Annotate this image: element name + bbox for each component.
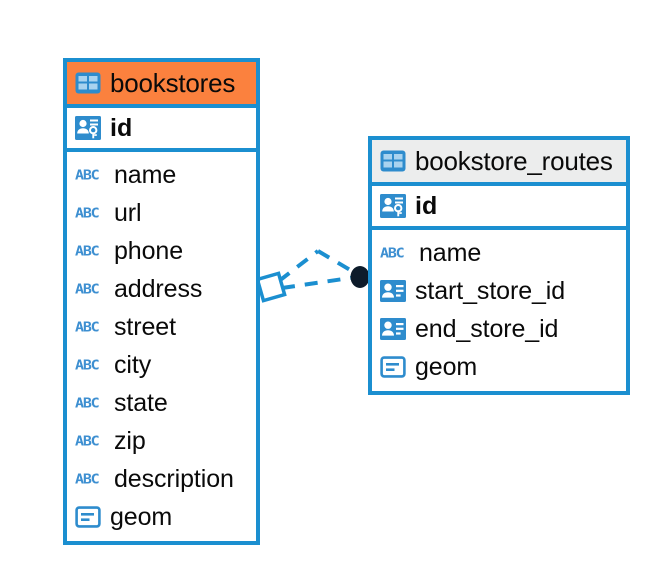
field-label: geom bbox=[415, 352, 478, 381]
abc-text-icon: ABC bbox=[75, 204, 100, 221]
abc-text-icon: ABC bbox=[75, 280, 100, 297]
geometry-icon bbox=[380, 356, 406, 378]
field-row[interactable]: ABC city bbox=[67, 346, 256, 384]
field-row[interactable]: start_store_id bbox=[372, 272, 626, 310]
foreign-key-icon bbox=[380, 318, 406, 340]
abc-text-icon: ABC bbox=[75, 432, 100, 449]
abc-text-icon: ABC bbox=[75, 356, 100, 373]
abc-text-icon: ABC bbox=[75, 242, 100, 259]
field-row[interactable]: ABC name bbox=[67, 156, 256, 194]
field-row[interactable]: ABC address bbox=[67, 270, 256, 308]
field-label: name bbox=[114, 160, 177, 189]
field-label: geom bbox=[110, 502, 173, 531]
geometry-icon bbox=[75, 506, 101, 528]
source-diamond-marker bbox=[255, 271, 287, 303]
field-row[interactable]: geom bbox=[67, 498, 256, 536]
table-icon bbox=[75, 72, 101, 94]
field-row[interactable]: ABC description bbox=[67, 460, 256, 498]
table-header-bookstores[interactable]: bookstores bbox=[67, 62, 256, 108]
field-row[interactable]: geom bbox=[372, 348, 626, 386]
field-label: street bbox=[114, 312, 176, 341]
field-label: phone bbox=[114, 236, 184, 265]
field-label: address bbox=[114, 274, 203, 303]
field-label: zip bbox=[114, 426, 146, 455]
field-row[interactable]: ABC zip bbox=[67, 422, 256, 460]
field-label: description bbox=[114, 464, 234, 493]
table-header-bookstore-routes[interactable]: bookstore_routes bbox=[372, 140, 626, 186]
primary-key-icon bbox=[380, 194, 406, 218]
abc-text-icon: ABC bbox=[380, 244, 405, 261]
field-row[interactable]: ABC phone bbox=[67, 232, 256, 270]
field-row[interactable]: ABC url bbox=[67, 194, 256, 232]
relationship-lines bbox=[277, 249, 359, 290]
field-label: name bbox=[419, 238, 482, 267]
field-label: state bbox=[114, 388, 168, 417]
target-circle-marker bbox=[350, 266, 370, 288]
field-row[interactable]: ABC street bbox=[67, 308, 256, 346]
abc-text-icon: ABC bbox=[75, 318, 100, 335]
abc-text-icon: ABC bbox=[75, 470, 100, 487]
primary-key-label: id bbox=[415, 191, 438, 220]
field-row[interactable]: ABC state bbox=[67, 384, 256, 422]
abc-text-icon: ABC bbox=[75, 394, 100, 411]
field-label: url bbox=[114, 198, 142, 227]
foreign-key-icon bbox=[380, 280, 406, 302]
field-row[interactable]: end_store_id bbox=[372, 310, 626, 348]
table-title: bookstore_routes bbox=[415, 145, 613, 176]
table-title: bookstores bbox=[110, 67, 236, 98]
primary-key-icon bbox=[75, 116, 101, 140]
abc-text-icon: ABC bbox=[75, 166, 100, 183]
table-bookstore-routes[interactable]: bookstore_routes id ABC name start_store_i… bbox=[368, 136, 630, 395]
field-label: start_store_id bbox=[415, 276, 566, 305]
primary-key-row-bookstore-routes[interactable]: id bbox=[372, 186, 626, 230]
field-label: end_store_id bbox=[415, 314, 559, 343]
field-label: city bbox=[114, 350, 152, 379]
primary-key-row-bookstores[interactable]: id bbox=[67, 108, 256, 152]
primary-key-label: id bbox=[110, 113, 133, 142]
table-icon bbox=[380, 150, 406, 172]
field-row[interactable]: ABC name bbox=[372, 234, 626, 272]
